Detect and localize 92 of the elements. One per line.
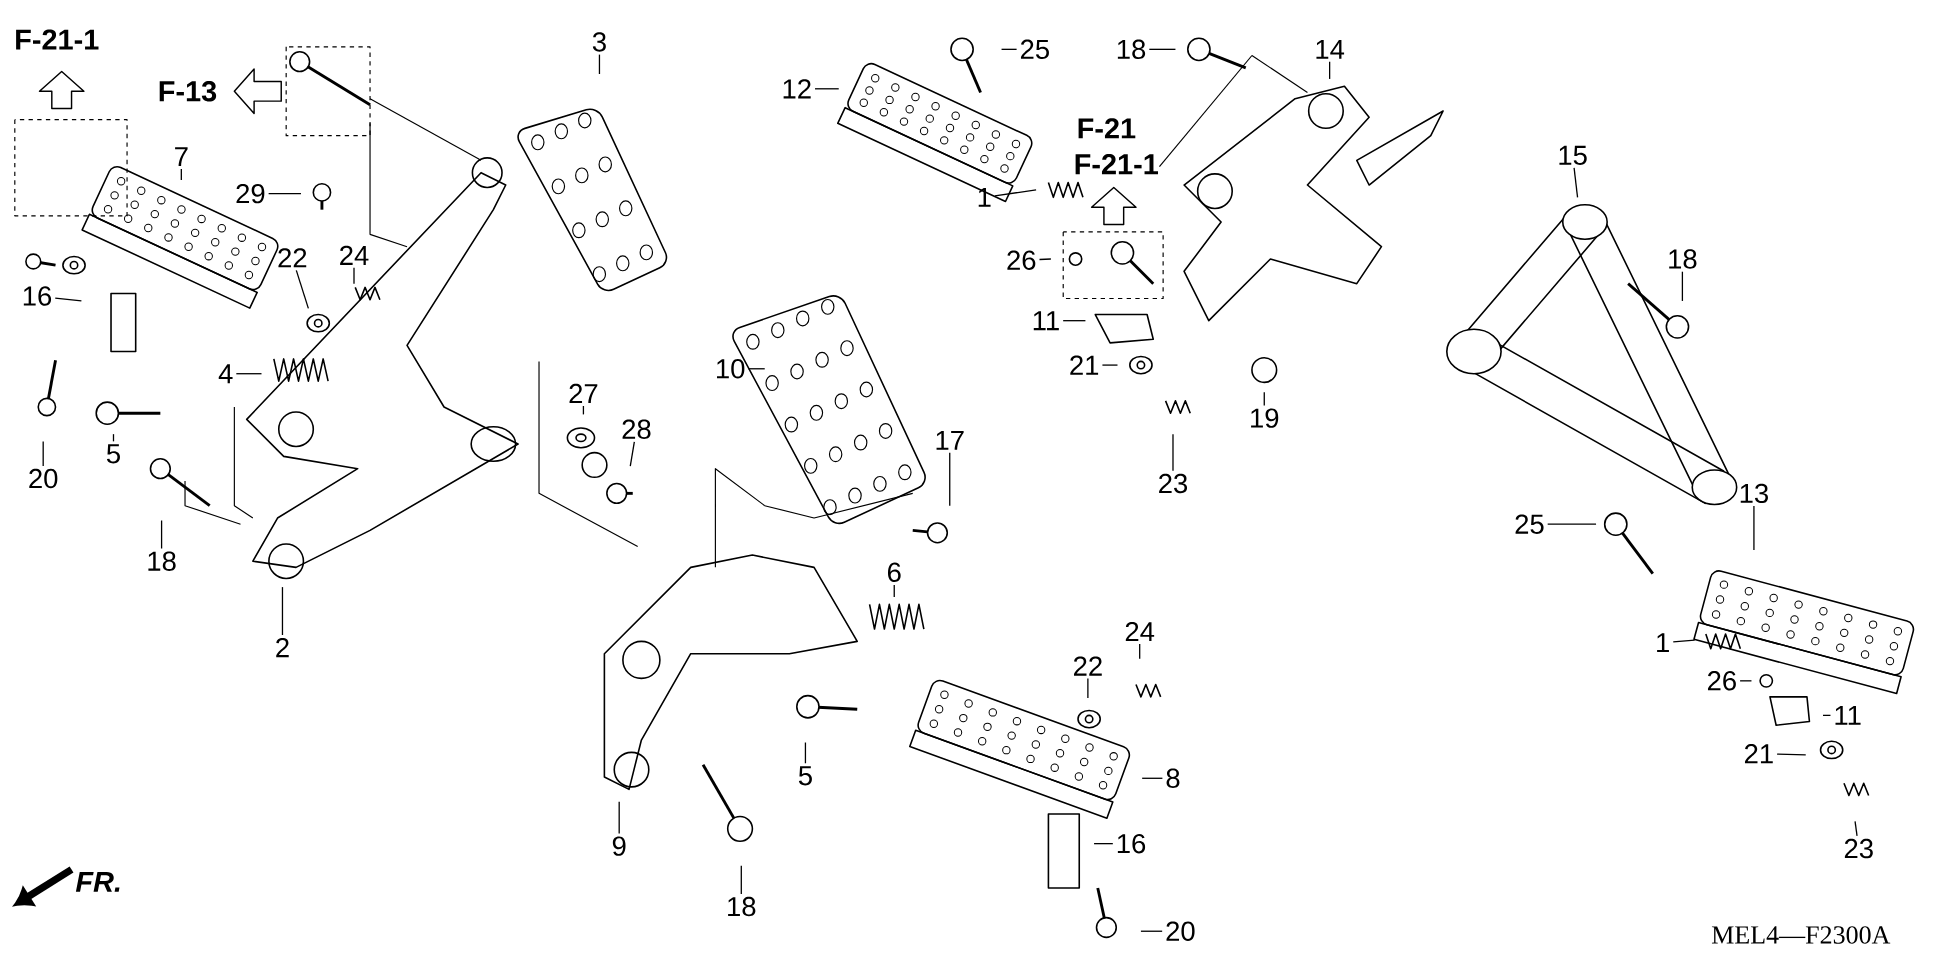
callout-number: 28 bbox=[622, 419, 651, 440]
leader-line bbox=[740, 865, 742, 895]
reference-label: F-21-1 bbox=[16, 29, 99, 50]
callout-number: 29 bbox=[236, 184, 265, 204]
leader-line bbox=[582, 405, 585, 416]
callout-number: 25 bbox=[1020, 39, 1049, 60]
callout-number: 13 bbox=[1740, 483, 1768, 504]
callout-number: 24 bbox=[340, 245, 369, 266]
reference-label: F-21 bbox=[1078, 118, 1136, 139]
callout-number: 17 bbox=[936, 431, 964, 450]
leader-line bbox=[1776, 753, 1807, 756]
leader-line bbox=[1000, 48, 1018, 51]
callout-number: 1 bbox=[978, 188, 991, 207]
callout-number: 5 bbox=[798, 766, 812, 786]
leader-line bbox=[629, 441, 635, 468]
callout-number: 23 bbox=[1159, 474, 1188, 494]
callout-number: 18 bbox=[728, 897, 756, 917]
callout-number: 24 bbox=[1125, 622, 1155, 642]
callout-number: 7 bbox=[175, 147, 188, 167]
callout-number: 22 bbox=[278, 248, 307, 268]
leader-line bbox=[804, 742, 807, 765]
leader-line bbox=[618, 801, 620, 835]
leader-line bbox=[747, 368, 766, 370]
leader-line bbox=[112, 433, 115, 443]
leader-line bbox=[814, 88, 840, 90]
callout-number: 8 bbox=[1166, 768, 1180, 789]
leader-line bbox=[281, 586, 284, 636]
leader-line bbox=[1263, 391, 1265, 407]
diagram-code: MEL4—F2300A bbox=[1711, 926, 1891, 944]
reference-label: F-13 bbox=[159, 81, 217, 102]
leader-line bbox=[598, 54, 601, 75]
callout-number: 25 bbox=[1515, 514, 1544, 535]
callout-number: 4 bbox=[218, 364, 233, 384]
leader-line bbox=[1329, 61, 1331, 80]
leader-line bbox=[267, 193, 302, 195]
callout-number: 26 bbox=[1007, 250, 1036, 271]
leader-line bbox=[994, 189, 1037, 197]
leader-line bbox=[1739, 680, 1753, 682]
callout-number: 26 bbox=[1708, 671, 1736, 691]
leader-line bbox=[235, 373, 263, 375]
leader-line bbox=[295, 269, 309, 310]
leader-line bbox=[1573, 167, 1579, 199]
leader-line bbox=[160, 520, 163, 550]
callout-number: 12 bbox=[783, 79, 811, 99]
leader-line bbox=[1172, 433, 1174, 472]
callout-number: 18 bbox=[148, 551, 176, 572]
callout-number: 11 bbox=[1835, 706, 1861, 726]
leader-line bbox=[353, 267, 355, 285]
leader-line bbox=[1141, 777, 1164, 780]
callout-number: 2 bbox=[276, 638, 289, 658]
leader-line bbox=[893, 584, 895, 598]
leader-line bbox=[1087, 678, 1089, 699]
leader-line bbox=[1093, 843, 1114, 845]
reference-label: F-21-1 bbox=[1075, 154, 1158, 175]
callout-number: 11 bbox=[1033, 311, 1059, 331]
leader-line bbox=[1139, 643, 1141, 660]
leader-line bbox=[1148, 48, 1177, 51]
leader-line bbox=[1672, 639, 1696, 643]
callout-number: 20 bbox=[29, 469, 58, 489]
callout-number: 1 bbox=[1657, 633, 1669, 653]
leader-line bbox=[180, 168, 182, 181]
callout-number: 14 bbox=[1316, 40, 1345, 59]
callout-number: 16 bbox=[23, 286, 52, 306]
callout-number: 21 bbox=[1070, 355, 1099, 375]
leader-line bbox=[1140, 930, 1163, 933]
callout-number: 18 bbox=[1669, 249, 1697, 269]
direction-label: FR. bbox=[75, 872, 120, 893]
leader-line bbox=[1038, 258, 1052, 261]
callout-number: 3 bbox=[592, 32, 606, 52]
leader-line bbox=[1547, 523, 1597, 526]
leader-line bbox=[949, 452, 951, 507]
leader-line bbox=[1062, 320, 1087, 322]
callout-number: 27 bbox=[569, 384, 598, 404]
callout-number: 21 bbox=[1745, 744, 1773, 764]
leader-line bbox=[42, 441, 44, 467]
leader-line bbox=[1681, 271, 1684, 302]
callout-number: 10 bbox=[717, 359, 745, 379]
callout-number: 9 bbox=[612, 836, 626, 857]
callout-number: 6 bbox=[888, 562, 901, 583]
leader-line bbox=[1753, 505, 1755, 551]
callout-number: 20 bbox=[1166, 921, 1195, 942]
leader-line bbox=[1854, 821, 1858, 837]
callout-number: 16 bbox=[1117, 834, 1146, 854]
leader-line bbox=[54, 297, 83, 302]
callout-number: 22 bbox=[1074, 656, 1102, 676]
leader-line bbox=[1101, 364, 1119, 366]
callout-number: 23 bbox=[1844, 839, 1873, 859]
leader-line bbox=[1822, 714, 1832, 717]
callout-number: 19 bbox=[1251, 408, 1279, 429]
callout-number: 18 bbox=[1117, 39, 1146, 60]
callout-number: 5 bbox=[106, 444, 120, 464]
callout-number: 15 bbox=[1559, 146, 1587, 166]
